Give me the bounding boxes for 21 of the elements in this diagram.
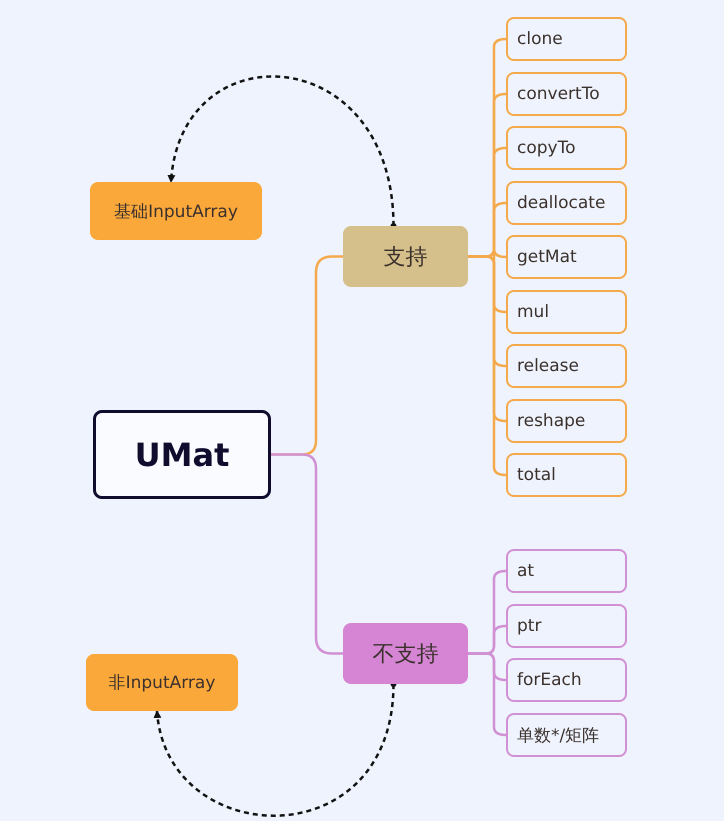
branch-line bbox=[271, 453, 343, 655]
method-box: clone bbox=[506, 17, 627, 61]
method-box: reshape bbox=[506, 399, 627, 443]
method-box: deallocate bbox=[506, 181, 627, 225]
method-box: getMat bbox=[506, 235, 627, 279]
method-box: copyTo bbox=[506, 126, 627, 170]
method-box: convertTo bbox=[506, 72, 627, 116]
root-topic-box: UMat bbox=[93, 410, 271, 499]
note-box: 基础InputArray bbox=[90, 182, 262, 240]
note-box: 非InputArray bbox=[86, 654, 238, 711]
method-box: total bbox=[506, 453, 627, 497]
topic-box: 不支持 bbox=[343, 623, 468, 684]
method-box: at bbox=[506, 549, 627, 593]
topic-box: 支持 bbox=[343, 226, 468, 287]
dashed-arrow bbox=[168, 76, 396, 229]
method-box: 单数*/矩阵 bbox=[506, 713, 627, 757]
dashed-arrow bbox=[154, 681, 396, 817]
method-box: ptr bbox=[506, 604, 627, 648]
method-box: release bbox=[506, 344, 627, 388]
method-box: mul bbox=[506, 290, 627, 334]
method-box: forEach bbox=[506, 658, 627, 702]
